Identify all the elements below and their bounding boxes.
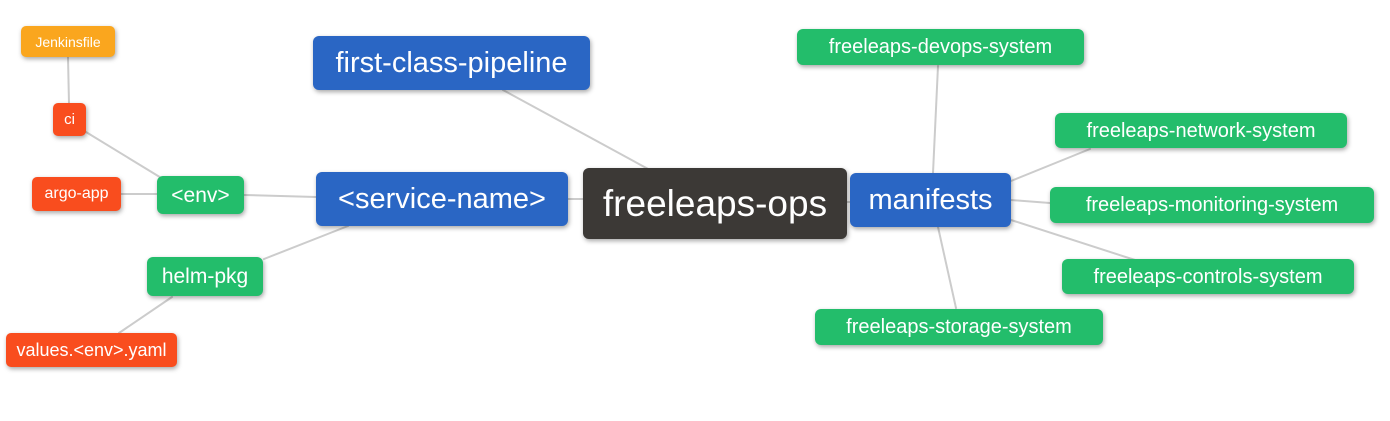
edge-manifests-storage [937, 226, 957, 309]
node-freeleaps-storage-system[interactable]: freeleaps-storage-system [815, 309, 1103, 345]
edge-manifests-network [1010, 148, 1091, 182]
edge-env-servicename [243, 194, 317, 198]
node-argo-app[interactable]: argo-app [32, 177, 121, 211]
node-ci[interactable]: ci [53, 103, 86, 136]
node-jenkinsfile[interactable]: Jenkinsfile [21, 26, 115, 57]
node-helm-pkg[interactable]: helm-pkg [147, 257, 263, 296]
node-freeleaps-monitoring-system[interactable]: freeleaps-monitoring-system [1050, 187, 1374, 223]
node-env[interactable]: <env> [157, 176, 244, 214]
edge-valuesyaml-helmpkg [118, 296, 173, 334]
node-freeleaps-ops[interactable]: freeleaps-ops [583, 168, 847, 239]
node-freeleaps-controls-system[interactable]: freeleaps-controls-system [1062, 259, 1354, 294]
node-values-env-yaml[interactable]: values.<env>.yaml [6, 333, 177, 367]
edge-helmpkg-servicename [263, 225, 349, 260]
edge-manifests-controls [1010, 219, 1136, 261]
edge-manifests-devops [932, 65, 939, 174]
edge-ci-env [85, 131, 164, 180]
edge-jenkinsfile-ci [67, 56, 70, 105]
node-service-name[interactable]: <service-name> [316, 172, 568, 226]
node-freeleaps-network-system[interactable]: freeleaps-network-system [1055, 113, 1347, 148]
node-first-class-pipeline[interactable]: first-class-pipeline [313, 36, 590, 90]
edge-manifests-monitoring [1010, 199, 1051, 204]
node-freeleaps-devops-system[interactable]: freeleaps-devops-system [797, 29, 1084, 65]
edge-pipeline-freeleapsops [502, 89, 651, 171]
node-manifests[interactable]: manifests [850, 173, 1011, 227]
